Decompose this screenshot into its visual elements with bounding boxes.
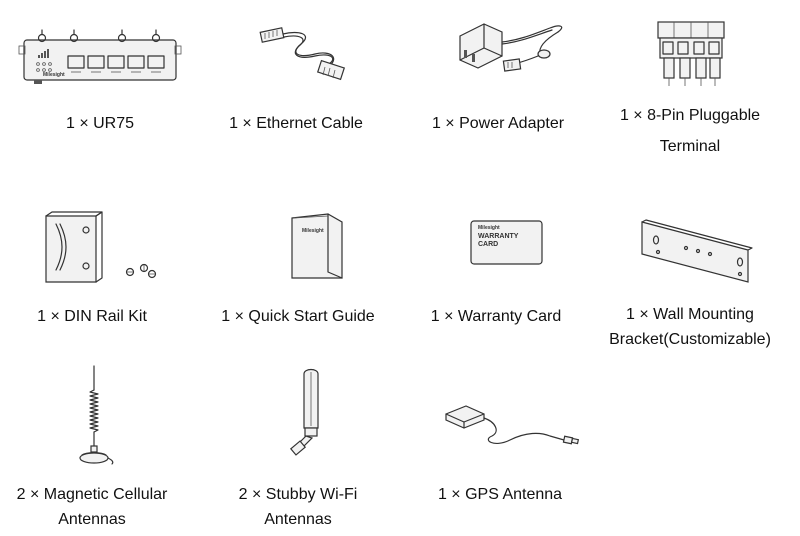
card-title: WARRANTY CARD [478,233,519,248]
item-caption: 1 × Wall Mounting Bracket(Customizable) [609,306,771,348]
router-logo: Milesight [43,72,65,78]
power-adapter-icon [454,16,574,80]
wall-mounting-bracket-icon [636,219,756,284]
quick-start-guide-icon: Milesight [288,212,346,280]
pluggable-terminal-icon [654,20,728,90]
router-icon: Milesight [16,28,184,90]
item-caption: 1 × Ethernet Cable [229,115,363,132]
item-caption: 1 × UR75 [65,115,135,132]
card-logo: Milesight [478,225,500,231]
item-caption: 2 × Magnetic Cellular Antennas [16,486,168,528]
item-caption: 1 × Power Adapter [431,115,565,132]
item-caption: 1 × Quick Start Guide [221,308,375,325]
item-caption: 1 × 8-Pin Pluggable Terminal [619,107,761,155]
warranty-card-icon: Milesight WARRANTY CARD [470,220,544,266]
item-caption: 1 × GPS Antenna [437,486,563,503]
item-caption: 2 × Stubby Wi-Fi Antennas [238,486,358,528]
ethernet-cable-icon [255,24,355,88]
stubby-wifi-antenna-icon [288,366,328,456]
gps-antenna-icon [442,402,582,452]
item-caption: 1 × DIN Rail Kit [37,308,147,325]
item-caption: 1 × Warranty Card [430,308,562,325]
magnetic-cellular-antenna-icon [74,364,114,466]
din-rail-kit-icon [42,210,162,286]
guide-logo: Milesight [302,228,324,234]
